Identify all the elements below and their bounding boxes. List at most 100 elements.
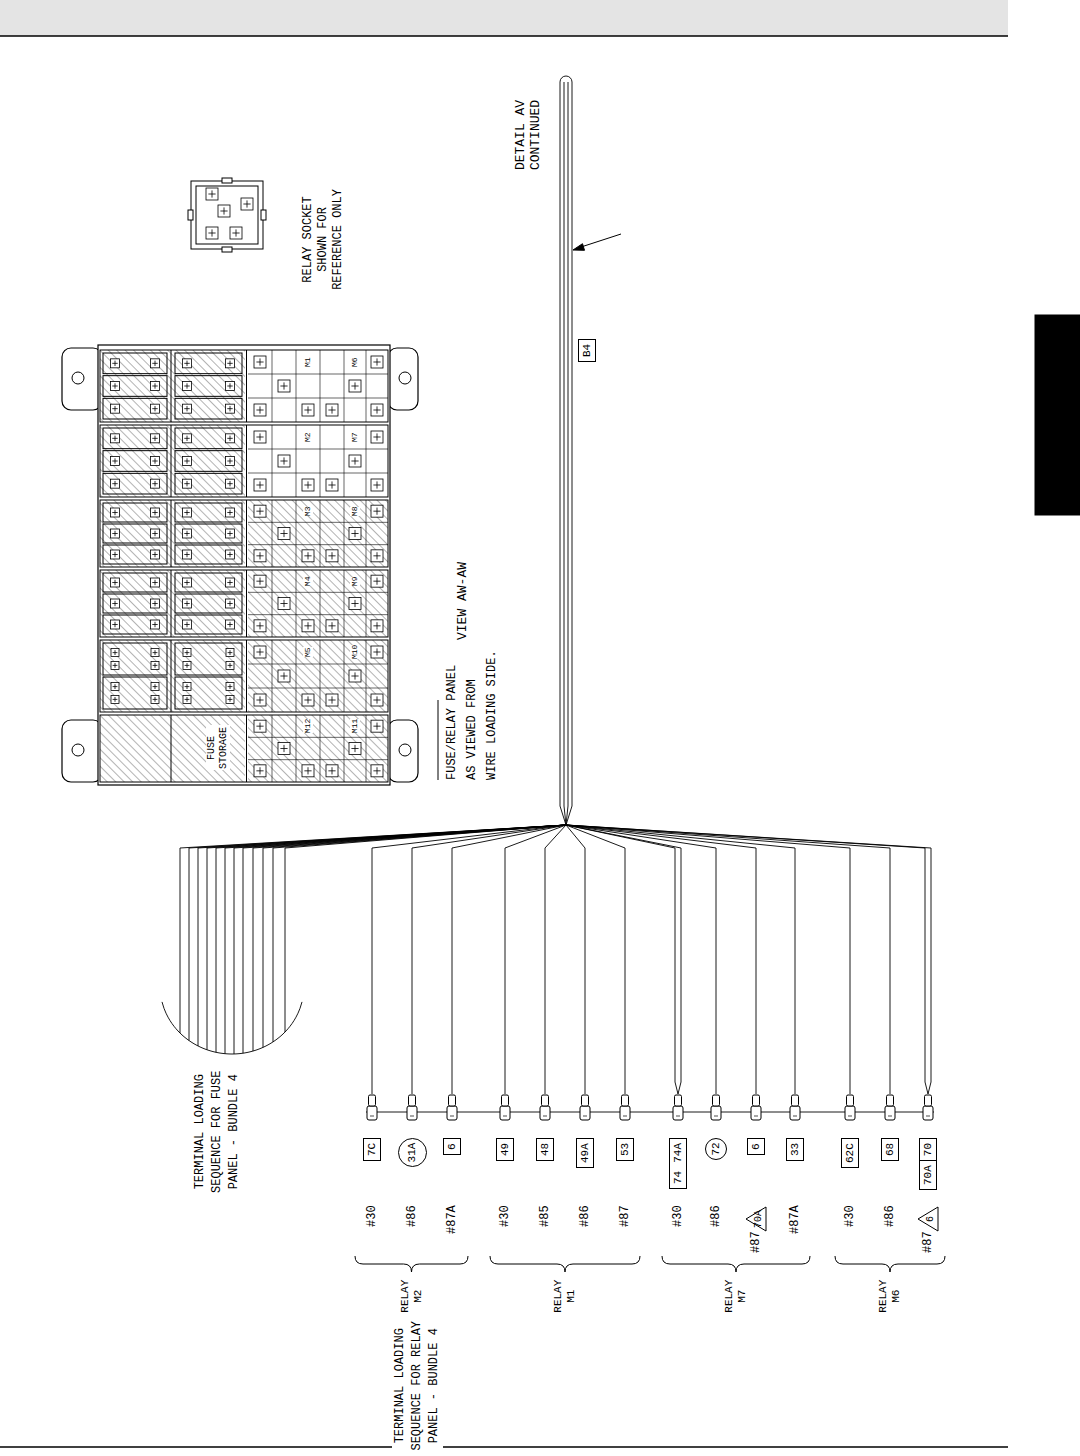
- wire-bundle: [566, 825, 678, 1094]
- terminal-symbol: [793, 1116, 797, 1117]
- fuse-relay-panel: [184, 361, 189, 366]
- fuse-relay-panel: [184, 383, 189, 388]
- fuse-relay-panel: [326, 550, 338, 562]
- fuse-relay-panel: [226, 434, 235, 443]
- fuse-relay-panel: [256, 481, 263, 488]
- fuse-relay-panel: [151, 359, 160, 368]
- fuse-relay-panel: [373, 578, 380, 585]
- relay-position: M12: [303, 719, 313, 733]
- fuse-relay-panel: [328, 767, 335, 774]
- wire-bundle: [180, 825, 566, 1033]
- fuse-relay-panel: [152, 458, 157, 463]
- terminal-symbol: [623, 1116, 627, 1117]
- fuse-relay-panel: [349, 743, 361, 755]
- fuse-relay-panel: [151, 434, 160, 443]
- wire-bundle: [545, 825, 566, 1094]
- wire-number: 49: [497, 1139, 513, 1160]
- relay-socket-reference: [208, 190, 215, 197]
- fuse-relay-panel: [175, 428, 242, 449]
- fuse-relay-panel: [103, 615, 167, 634]
- fuse-relay-panel: [302, 550, 314, 562]
- wire-number: 31A: [404, 1141, 420, 1165]
- storage-label: FUSE STORAGE: [206, 726, 230, 771]
- fuse-relay-panel: [151, 529, 160, 538]
- wire-label-box: 48: [536, 1138, 554, 1161]
- terminal-symbol: [369, 1095, 376, 1106]
- wire-number: 6: [925, 1216, 939, 1222]
- relay-socket-reference: [232, 229, 239, 236]
- fuse-relay-panel: [351, 530, 358, 537]
- fuse-relay-panel: [227, 406, 232, 411]
- fuse-relay-panel: [103, 376, 167, 397]
- fuse-relay-panel: [183, 382, 192, 391]
- fuse-relay-panel: [371, 479, 383, 491]
- fuse-relay-panel: [151, 550, 160, 559]
- triangle-outline: [746, 1207, 766, 1231]
- relay-socket-reference: [222, 247, 232, 252]
- wire-label-box: 33: [786, 1138, 804, 1161]
- fuse-relay-panel: [175, 353, 242, 374]
- fuse-relay-panel: [399, 372, 411, 384]
- fuse-relay-panel: [256, 508, 263, 515]
- fuse-relay-panel: [226, 599, 235, 608]
- fuse-relay-panel: [185, 697, 190, 702]
- fuse-relay-panel: [175, 376, 242, 397]
- fuse-relay-panel: [111, 508, 120, 517]
- fuse-relay-panel: [248, 425, 388, 497]
- fuse-relay-panel: [226, 508, 235, 517]
- fuse-relay-panel: [100, 350, 245, 422]
- wire-number: B4: [579, 340, 595, 361]
- pin-number: #30: [843, 1205, 857, 1227]
- fuse-relay-panel: [185, 663, 190, 668]
- fuse-relay-panel: [373, 406, 380, 413]
- fuse-relay-panel: [103, 428, 167, 449]
- fuse-relay-panel: [184, 531, 189, 536]
- fuse-relay-panel: [184, 458, 189, 463]
- loading-sequence-title: TERMINAL LOADING SEQUENCE FOR RELAY PANE…: [392, 1320, 443, 1453]
- fuse-relay-panel: [256, 433, 263, 440]
- terminal-symbol: [848, 1116, 852, 1117]
- wire-bundle: [162, 76, 934, 1112]
- fuse-relay-panel: [184, 436, 189, 441]
- fuse-relay-panel: [254, 646, 266, 658]
- terminal-symbol: [676, 1116, 680, 1117]
- fuse-relay-panel: [152, 601, 157, 606]
- fuse-relay-panel: [371, 694, 383, 706]
- fuse-relay-panel: [304, 696, 311, 703]
- fuse-relay-panel: [72, 744, 84, 756]
- relay-position: M11: [350, 719, 360, 733]
- fuse-relay-panel: [183, 649, 191, 657]
- wire-bundle: [566, 825, 756, 1094]
- fuse-relay-panel: [185, 650, 190, 655]
- fuse-relay-panel: [248, 640, 388, 712]
- sheet-frame: [0, 35, 1008, 37]
- fuse-relay-panel: [351, 600, 358, 607]
- fuse-relay-panel: [304, 767, 311, 774]
- reference-note: RELAY SOCKET SHOWN FOR REFERENCE ONLY: [301, 187, 346, 292]
- wire-bundle: [566, 825, 716, 1094]
- fuse-relay-panel: [151, 599, 160, 608]
- fuse-relay-panel: [100, 425, 388, 497]
- terminal-symbol: [582, 1095, 589, 1106]
- pin-number: #86: [405, 1205, 419, 1227]
- wire-bundle: [566, 82, 572, 825]
- fuse-relay-panel: [183, 620, 192, 629]
- fuse-relay-panel: [371, 550, 383, 562]
- fuse-relay-panel: [152, 383, 157, 388]
- fuse-relay-panel: [227, 510, 232, 515]
- view-note: FUSE/RELAY PANEL AS VIEWED FROM WIRE LOA…: [442, 647, 502, 780]
- pin-number: #87: [618, 1205, 632, 1227]
- fuse-relay-panel: [175, 677, 242, 709]
- fuse-relay-panel: [175, 615, 242, 634]
- fuse-relay-panel: [112, 383, 117, 388]
- wire-label-box: 49A: [576, 1138, 594, 1168]
- fuse-relay-panel: [152, 622, 157, 627]
- fuse-relay-panel: [184, 580, 189, 585]
- fuse-relay-panel: [183, 550, 192, 559]
- fuse-relay-panel: [183, 508, 192, 517]
- wire-number: 6: [748, 1139, 764, 1154]
- wire-bundle: [285, 825, 566, 1032]
- fuse-relay-panel: [111, 695, 119, 703]
- wire-label-box: 7C: [363, 1138, 381, 1161]
- fuse-relay-panel: [248, 715, 388, 782]
